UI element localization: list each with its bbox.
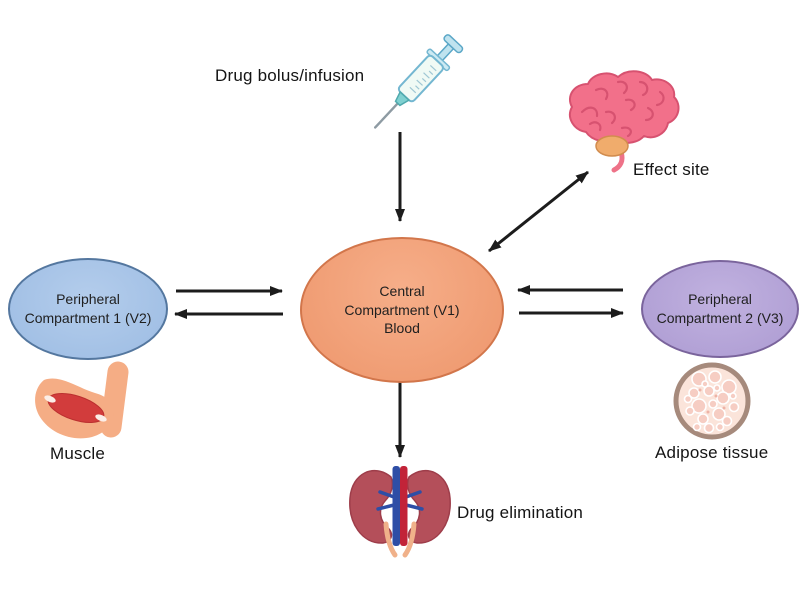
node-peripheral-compartment-1: Peripheral Compartment 1 (V2) <box>8 258 168 360</box>
arrow-central-to-effect-site <box>488 170 589 253</box>
syringe-icon <box>374 34 464 129</box>
label-muscle: Muscle <box>50 444 106 463</box>
label-drug-input: Drug bolus/infusion <box>215 66 365 85</box>
brain-icon <box>568 70 680 173</box>
kidneys-icon <box>349 466 451 558</box>
peripheral-compartment-1-label: Peripheral Compartment 1 (V2) <box>24 291 152 326</box>
muscle-arm-icon <box>35 361 129 439</box>
node-peripheral-compartment-2: Peripheral Compartment 2 (V3) <box>641 260 799 358</box>
peripheral-compartment-2-label: Peripheral Compartment 2 (V3) <box>656 291 784 326</box>
central-compartment-label: Central Compartment (V1) Blood <box>344 282 460 337</box>
label-adipose-tissue: Adipose tissue <box>655 443 769 462</box>
label-drug-elimination: Drug elimination <box>457 503 584 522</box>
node-central-compartment: Central Compartment (V1) Blood <box>300 237 504 383</box>
label-effect-site: Effect site <box>633 160 710 179</box>
adipose-cells-icon <box>673 362 751 440</box>
